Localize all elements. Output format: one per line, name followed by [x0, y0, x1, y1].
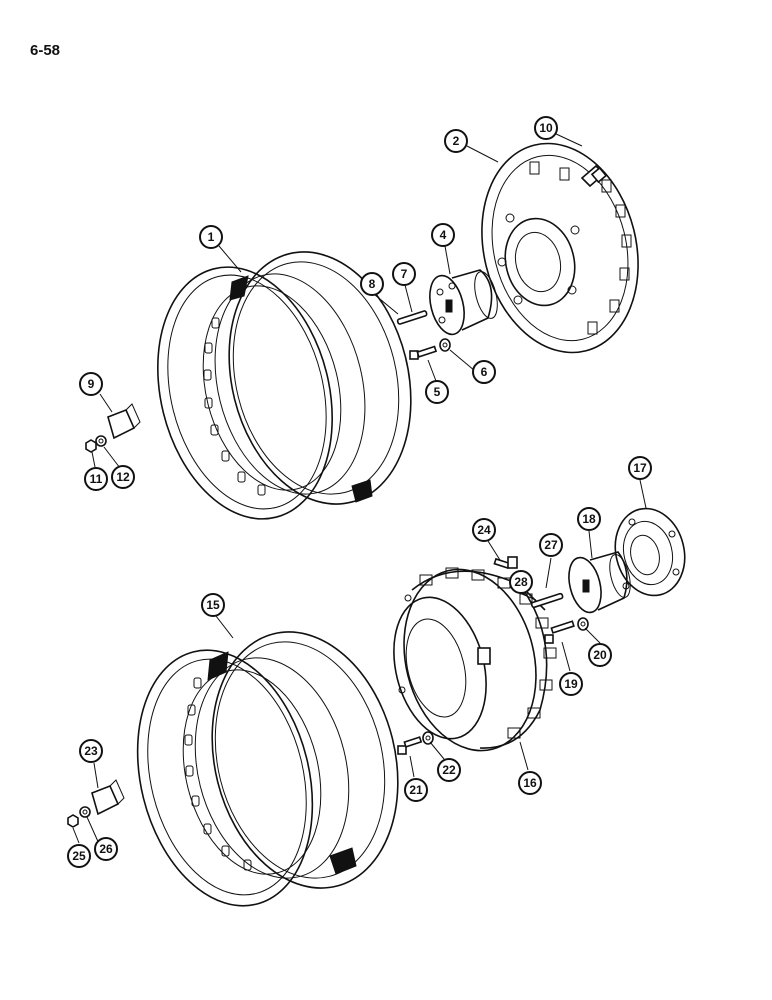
callout-4: 4 — [431, 223, 455, 247]
clamp-23 — [91, 779, 125, 816]
pin-27 — [530, 592, 564, 609]
callout-9: 9 — [79, 372, 103, 396]
svg-text:25: 25 — [72, 849, 86, 863]
lower-flange — [568, 551, 631, 614]
bolt-24 — [493, 556, 518, 570]
svg-text:20: 20 — [593, 648, 607, 662]
callout-16: 16 — [518, 771, 542, 795]
callout-21: 21 — [404, 778, 428, 802]
svg-text:10: 10 — [539, 121, 553, 135]
callout-15: 15 — [201, 593, 225, 617]
callout-10: 10 — [534, 116, 558, 140]
callout-25: 25 — [67, 844, 91, 868]
callout-23: 23 — [79, 739, 103, 763]
svg-text:9: 9 — [88, 377, 95, 391]
callout-11: 11 — [84, 467, 108, 491]
callout-8: 8 — [360, 272, 384, 296]
washer-22 — [422, 731, 434, 745]
callout-5: 5 — [425, 380, 449, 404]
svg-text:17: 17 — [633, 461, 647, 475]
svg-text:23: 23 — [84, 744, 98, 758]
svg-text:16: 16 — [523, 776, 537, 790]
svg-text:21: 21 — [409, 783, 423, 797]
callout-7: 7 — [392, 262, 416, 286]
washer-12 — [95, 435, 107, 447]
callout-26: 26 — [94, 837, 118, 861]
svg-text:22: 22 — [442, 763, 456, 777]
callout-22: 22 — [437, 758, 461, 782]
washer-6 — [439, 338, 451, 352]
svg-text:5: 5 — [434, 385, 441, 399]
lower-end-plate — [614, 507, 686, 597]
svg-text:27: 27 — [544, 538, 558, 552]
bolt-10 — [580, 164, 608, 188]
callout-17: 17 — [628, 456, 652, 480]
callout-24: 24 — [472, 518, 496, 542]
leader-lines — [72, 132, 647, 847]
bolt-21 — [397, 736, 423, 755]
nut-25 — [67, 814, 79, 828]
callout-1: 1 — [199, 225, 223, 249]
callout-6: 6 — [472, 360, 496, 384]
svg-text:1: 1 — [208, 230, 215, 244]
nut-11 — [85, 439, 97, 453]
svg-text:24: 24 — [477, 523, 491, 537]
lower-wheel-rim — [136, 631, 399, 907]
upper-wheel-rim — [157, 251, 412, 520]
svg-text:8: 8 — [369, 277, 376, 291]
svg-text:19: 19 — [564, 677, 578, 691]
callout-18: 18 — [577, 507, 601, 531]
callout-20: 20 — [588, 643, 612, 667]
bolt-5 — [409, 345, 438, 360]
svg-text:4: 4 — [440, 228, 447, 242]
svg-text:11: 11 — [90, 472, 103, 486]
svg-text:28: 28 — [514, 575, 528, 589]
svg-text:12: 12 — [116, 470, 130, 484]
svg-text:26: 26 — [99, 842, 113, 856]
pin-7 — [396, 310, 428, 325]
upper-flange — [429, 269, 498, 336]
callout-27: 27 — [539, 533, 563, 557]
callout-19: 19 — [559, 672, 583, 696]
clamp-9 — [107, 403, 141, 440]
svg-text:7: 7 — [401, 267, 408, 281]
callout-28: 28 — [509, 570, 533, 594]
svg-text:2: 2 — [453, 134, 460, 148]
upper-hub-plate — [481, 142, 639, 354]
svg-text:15: 15 — [206, 598, 220, 612]
svg-text:6: 6 — [481, 365, 488, 379]
callout-12: 12 — [111, 465, 135, 489]
callout-2: 2 — [444, 129, 468, 153]
bolt-19 — [544, 620, 575, 644]
svg-text:18: 18 — [582, 512, 596, 526]
page-number: 6-58 — [30, 42, 61, 59]
washer-20 — [577, 617, 589, 631]
washer-26 — [79, 806, 91, 818]
